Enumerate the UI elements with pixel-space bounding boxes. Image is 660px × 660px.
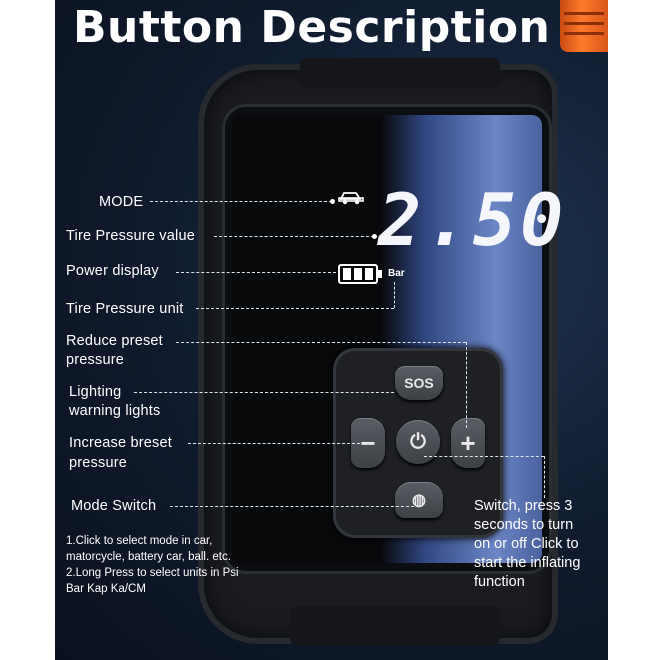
leader-switch-vertical [544, 456, 545, 498]
mode-button[interactable]: ◍ [395, 482, 443, 518]
label-tire-pressure-unit: Tire Pressure unit [66, 301, 184, 317]
label-reduce-line2: pressure [66, 352, 125, 368]
switch-note-line2: seconds to turn [474, 517, 574, 533]
battery-icon [338, 264, 382, 284]
mode-note-line1: 1.Click to select mode in car, [66, 535, 213, 547]
pressure-readout: 2.50 [378, 178, 568, 262]
switch-note-line1: Switch, press 3 [474, 498, 573, 514]
leader-dot [330, 199, 335, 204]
leader-power-display [176, 272, 336, 273]
label-tire-pressure-value: Tire Pressure value [66, 228, 195, 244]
label-lighting-line2: warning lights [69, 403, 161, 419]
mode-note-line4: Bar Kap Ka/CM [66, 583, 146, 595]
leader-switch [424, 456, 544, 457]
leader-dot [372, 234, 377, 239]
leader-lighting [134, 392, 394, 393]
label-lighting-line1: Lighting [69, 384, 122, 400]
power-button[interactable]: ⏻ [396, 420, 440, 464]
label-mode: MODE [99, 194, 144, 210]
leader-reduce [176, 342, 466, 343]
hose-connector [560, 0, 608, 52]
mode-icon: ◍ [412, 492, 426, 509]
mode-note-line2: matorcycle, battery car, ball. etc. [66, 551, 231, 563]
switch-note-line4: start the inflating [474, 555, 581, 571]
label-increase-line1: Increase breset [69, 435, 172, 451]
plus-button[interactable]: + [451, 418, 485, 468]
car-icon [338, 192, 364, 205]
leader-increase [188, 443, 360, 444]
label-reduce-line1: Reduce preset [66, 333, 163, 349]
label-mode-switch: Mode Switch [71, 498, 157, 514]
bottom-notch [290, 606, 500, 646]
switch-note-line3: on or off Click to [474, 536, 579, 552]
switch-note-line5: function [474, 574, 525, 590]
leader-pressure-value [214, 236, 374, 237]
page-title: Button Description [73, 2, 551, 53]
label-power-display: Power display [66, 263, 159, 279]
leader-mode [150, 201, 332, 202]
label-increase-line2: pressure [69, 455, 128, 471]
leader-reduce-vertical [466, 342, 467, 428]
top-notch [300, 58, 500, 88]
power-icon: ⏻ [410, 430, 426, 453]
sos-light-button[interactable]: SOS [395, 366, 443, 400]
leader-unit-vertical [394, 282, 395, 308]
leader-mode-switch [170, 506, 414, 507]
leader-unit [196, 308, 394, 309]
mode-note-line3: 2.Long Press to select units in Psi [66, 567, 239, 579]
unit-label: Bar [388, 268, 405, 279]
